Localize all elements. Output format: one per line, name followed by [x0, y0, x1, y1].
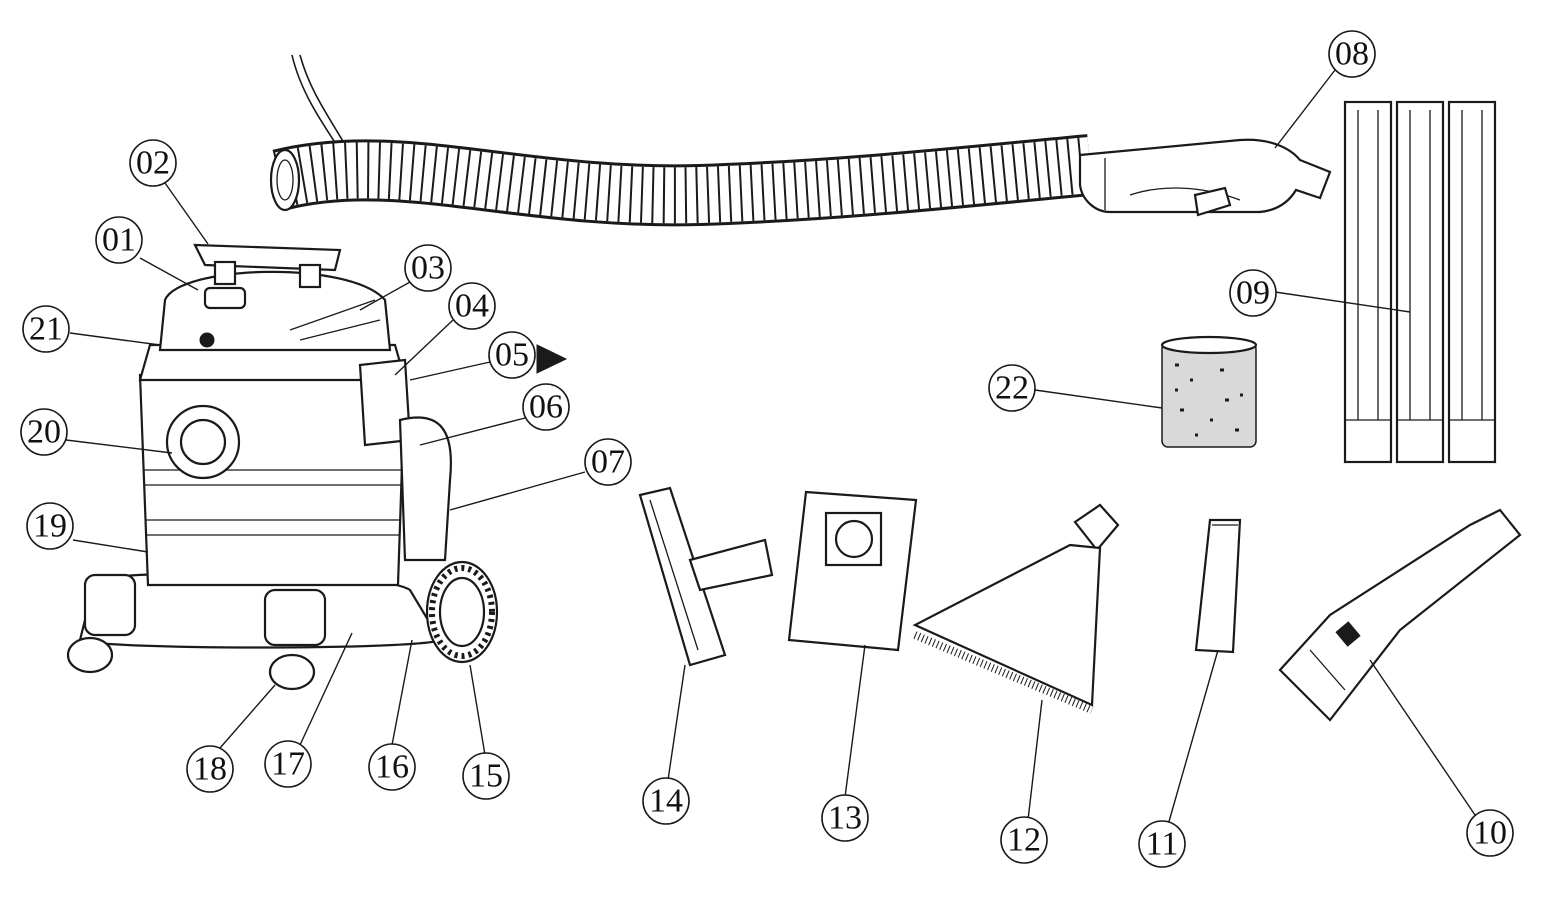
leader-lines [65, 69, 1476, 826]
callout-label-11: 11 [1146, 826, 1179, 863]
callout-label-09: 09 [1236, 275, 1270, 312]
callout-22: 22 [988, 364, 1036, 412]
hose [269, 54, 1093, 227]
callout-label-16: 16 [375, 749, 409, 786]
callout-label-08: 08 [1335, 36, 1369, 73]
callout-label-02: 02 [136, 145, 170, 182]
arrow-marker-icon [536, 344, 568, 374]
callout-label-06: 06 [529, 389, 563, 426]
callout-12: 12 [1000, 816, 1048, 864]
callout-label-17: 17 [271, 746, 305, 783]
callout-label-14: 14 [649, 783, 683, 820]
callout-label-10: 10 [1473, 815, 1507, 852]
callout-13: 13 [821, 794, 869, 842]
extension-wands [1343, 100, 1497, 464]
callout-label-01: 01 [102, 222, 136, 259]
callout-09: 09 [1229, 269, 1277, 317]
wet-nozzle [1278, 508, 1522, 722]
callout-05: 05 [488, 331, 536, 379]
floor-tool [638, 486, 774, 667]
callout-04: 04 [448, 282, 496, 330]
callout-17: 17 [264, 740, 312, 788]
callout-06: 06 [522, 383, 570, 431]
callout-19: 19 [26, 502, 74, 550]
callout-label-21: 21 [29, 311, 63, 348]
callout-label-12: 12 [1007, 822, 1041, 859]
callout-label-20: 20 [27, 414, 61, 451]
callout-21: 21 [22, 305, 70, 353]
callout-03: 03 [404, 244, 452, 292]
callout-14: 14 [642, 777, 690, 825]
callout-18: 18 [186, 745, 234, 793]
callouts: 01 02 03 04 05 06 07 08 09 10 11 12 13 1… [20, 30, 1514, 868]
filter-bag [787, 490, 918, 652]
vacuum-unit [66, 243, 499, 691]
callout-label-07: 07 [591, 444, 625, 481]
callout-16: 16 [368, 743, 416, 791]
callout-label-05: 05 [495, 337, 529, 374]
callout-label-18: 18 [193, 751, 227, 788]
callout-10: 10 [1466, 809, 1514, 857]
callout-01: 01 [95, 216, 143, 264]
callout-label-04: 04 [455, 288, 489, 325]
callout-02: 02 [129, 139, 177, 187]
callout-label-03: 03 [411, 250, 445, 287]
callout-label-19: 19 [33, 508, 67, 545]
upholstery-tool [912, 503, 1120, 714]
hose-handle [1078, 138, 1332, 217]
callout-11: 11 [1138, 820, 1186, 868]
callout-label-13: 13 [828, 800, 862, 837]
callout-20: 20 [20, 408, 68, 456]
callout-label-15: 15 [469, 758, 503, 795]
crevice-tool [1194, 518, 1242, 654]
callout-07: 07 [584, 438, 632, 486]
foam-filter [1160, 335, 1258, 448]
callout-15: 15 [462, 752, 510, 800]
callout-label-22: 22 [995, 370, 1029, 407]
callout-08: 08 [1328, 30, 1376, 78]
